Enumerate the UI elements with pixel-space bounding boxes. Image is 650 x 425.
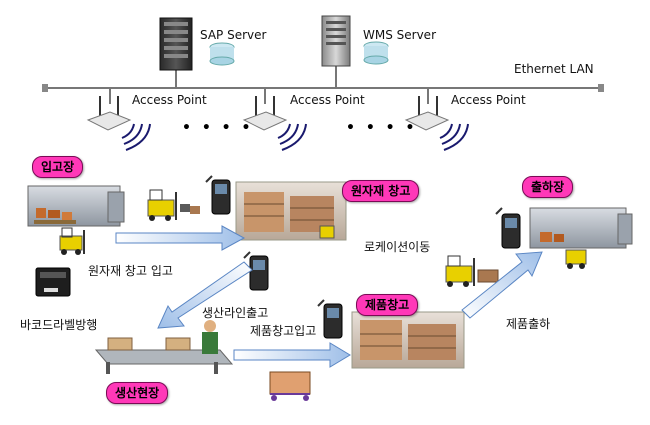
sap-server-icon [159,17,235,88]
ethernet-lan-label: Ethernet LAN [514,62,594,76]
arrow-line-outbound [157,261,253,329]
access-point-label: Access Point [290,93,365,107]
forklift-icon [59,227,85,255]
access-point-label: Access Point [132,93,207,107]
production-site-badge: 생산현장 [106,382,169,404]
access-point-label: Access Point [451,93,526,107]
handheld-terminal-icon [317,299,343,339]
forklift-icon [445,255,499,287]
handheld-terminal-icon [495,207,521,249]
wms-server-label: WMS Server [363,28,437,42]
shipping-badge: 출하장 [522,176,574,198]
arrow-product-inbound [233,342,351,368]
location-move-label: 로케이션이동 [364,240,431,254]
ethernet-lan-line [42,84,604,92]
arrow-raw-inbound [115,225,246,251]
access-point-icon [242,88,307,151]
shipping-truck-illustration [529,207,633,269]
receiving-truck-illustration [27,185,125,227]
ellipsis-more: • • • • [346,120,418,136]
product-warehouse-badge: 제품창고 [356,294,419,316]
raw-warehouse-illustration [235,181,347,241]
barcode-issue-label: 바코드라벨방행 [20,318,98,332]
product-inbound-label: 제품창고입고 [250,324,317,338]
production-line-illustration [94,320,234,374]
handheld-terminal-icon [205,175,231,215]
handheld-terminal-icon [243,251,269,291]
product-cart-icon [269,371,311,401]
barcode-printer-icon [35,267,71,297]
receiving-badge: 입고장 [32,156,84,178]
sap-server-label: SAP Server [200,28,267,42]
raw-warehouse-badge: 원자재 창고 [342,180,420,202]
wms-server-icon [321,15,389,88]
ellipsis-more: • • • • [182,120,254,136]
forklift-icon [147,189,200,221]
raw-inbound-label: 원자재 창고 입고 [88,264,173,278]
arrow-product-shipping [461,251,543,319]
product-shipping-label: 제품출하 [506,317,551,331]
access-point-icon [86,88,151,151]
line-outbound-label: 생산라인출고 [202,306,269,320]
product-warehouse-illustration [351,311,465,369]
access-point-icon [404,88,469,151]
